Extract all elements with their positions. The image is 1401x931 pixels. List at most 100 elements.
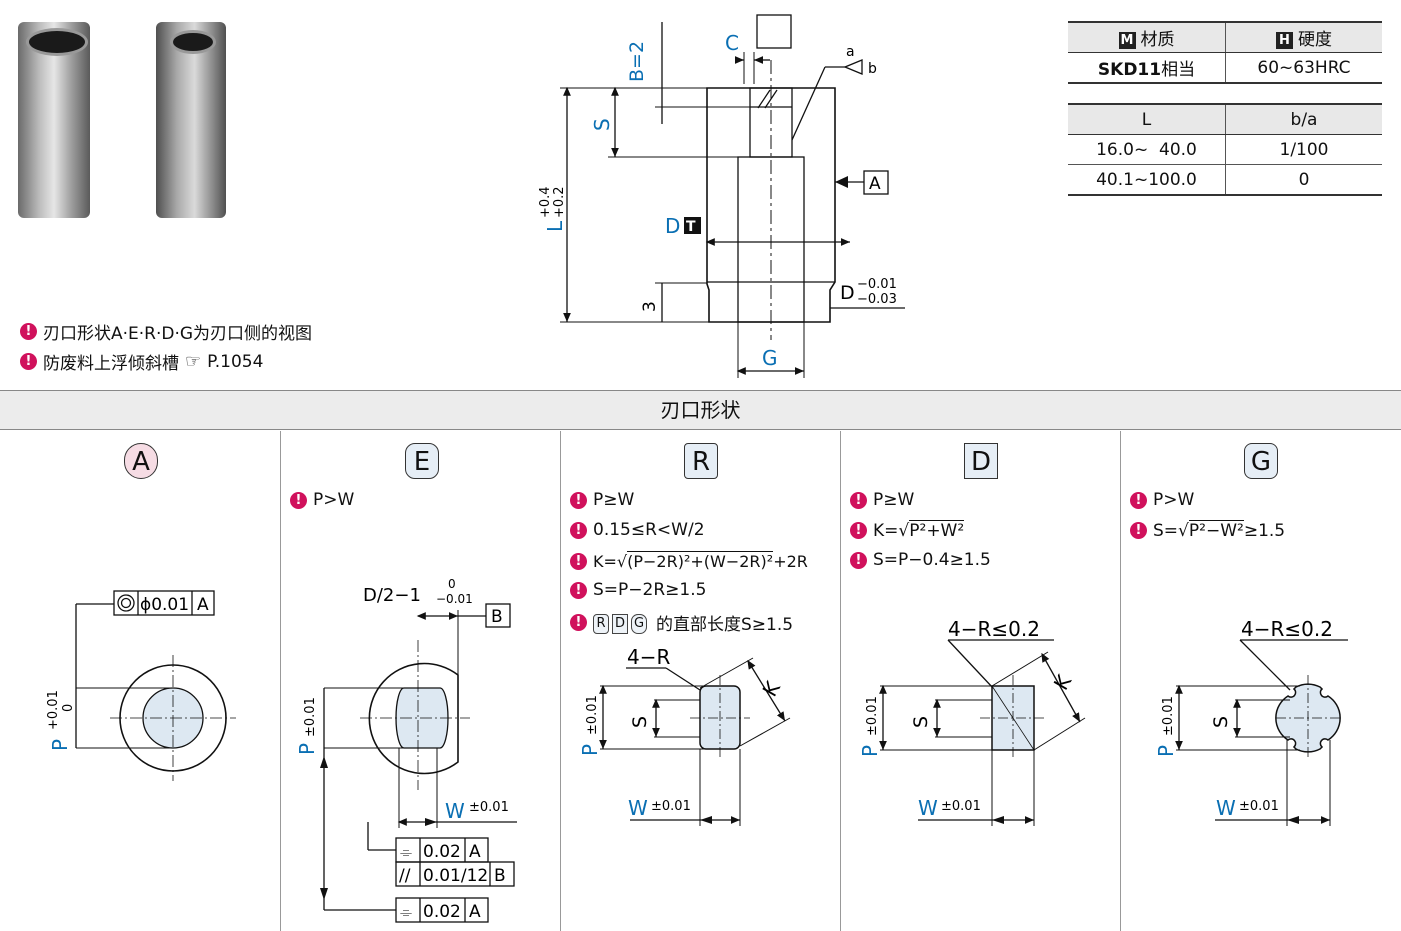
- hardness-cell: 60~63HRC: [1225, 52, 1382, 84]
- r-note-3: !K=√(P−2R)²+(W−2R)²+2R: [570, 551, 808, 571]
- g-label: G: [762, 346, 778, 370]
- r-note-2: ! 0.15≤R<W/2: [570, 520, 705, 540]
- r-note-5-text: 的直部长度S≥1.5: [656, 615, 794, 635]
- punch-photo-flat-hole: [170, 30, 216, 54]
- g-note-2-rad: P²−W²: [1188, 520, 1244, 541]
- tag-r: R: [593, 613, 609, 634]
- material-header-label: 材质: [1140, 30, 1175, 50]
- d-badge: T: [686, 219, 696, 235]
- d-badge-bg: [684, 217, 701, 234]
- ab-leader: [791, 66, 826, 141]
- e-note-1: !P>W: [290, 490, 354, 510]
- slug-groove: [757, 89, 778, 109]
- l-tol-plus: +0.4: [538, 186, 553, 218]
- ba-row-l: 40.1~100.0: [1068, 164, 1226, 196]
- datum-a-box: [863, 170, 889, 195]
- shape-col-d: [841, 431, 1121, 931]
- main-drawing: B=2 C a b S L +0.4 +0.2 D T A 3 D −0.01 …: [538, 14, 905, 378]
- r-note-3-post: +2R: [773, 551, 808, 571]
- d-tol-lower: −0.03: [857, 292, 897, 307]
- bullet-icon: !: [570, 491, 587, 509]
- g-note-2-post: ≥1.5: [1243, 520, 1286, 541]
- bullet-icon: !: [850, 551, 867, 569]
- material-value: SKD11: [1097, 60, 1162, 80]
- tag-g: G: [631, 613, 647, 634]
- shape-d-title: D: [964, 443, 998, 479]
- bullet-icon: !: [850, 522, 867, 539]
- shape-a-title: A: [124, 443, 158, 479]
- r-note-1-text: P≥W: [593, 490, 635, 510]
- d-note-2-rad: P²+W²: [909, 520, 965, 541]
- note-slug-groove-text: 防废料上浮倾斜槽: [43, 354, 179, 374]
- hardness-badge: H: [1276, 32, 1293, 49]
- d-note-3: ! S=P−0.4≥1.5: [850, 550, 991, 570]
- sqrt-icon: √: [1178, 520, 1189, 541]
- tag-d: D: [612, 613, 628, 634]
- bullet-icon: !: [20, 323, 37, 340]
- sqrt-icon: √: [898, 520, 910, 541]
- sqrt-icon: √: [616, 551, 628, 571]
- ba-table: L b/a 16.0~ 40.0 1/100 40.1~100.0 0: [1068, 103, 1382, 196]
- d-note-2: !K=√P²+W²: [850, 520, 965, 541]
- d-note-3-text: S=P−0.4≥1.5: [873, 550, 991, 570]
- datum-a-label: A: [869, 174, 881, 194]
- bullet-icon: !: [570, 521, 587, 539]
- d-tol-base: D: [840, 282, 855, 304]
- note-view-side-text: 刃口形状A·E·R·D·G为刃口侧的视图: [43, 324, 313, 344]
- punch-photo-round-hole: [26, 28, 88, 56]
- s-label: S: [590, 118, 614, 131]
- c-label: C: [725, 31, 739, 55]
- note-page-ref[interactable]: P.1054: [207, 351, 264, 372]
- shape-g-title: G: [1244, 443, 1278, 479]
- r-note-3-pre: K=: [593, 551, 617, 571]
- bullet-icon: !: [1130, 522, 1147, 539]
- bullet-icon: !: [570, 552, 587, 570]
- l-label: L: [543, 220, 567, 232]
- punch-photo-round: [18, 22, 90, 218]
- three-label: 3: [640, 301, 660, 312]
- d-label: D: [665, 214, 680, 238]
- material-suffix: 相当: [1161, 60, 1196, 80]
- body-outline: [706, 87, 836, 323]
- hardness-header: H 硬度: [1225, 21, 1382, 53]
- bullet-icon: !: [20, 353, 37, 370]
- pointing-hand-icon: ☞: [185, 351, 202, 372]
- d-note-1: ! P≥W: [850, 490, 914, 510]
- section-title: 刃口形状: [0, 390, 1401, 430]
- ba-row-l: 16.0~ 40.0: [1068, 134, 1226, 165]
- note-view-side: ! 刃口形状A·E·R·D·G为刃口侧的视图: [20, 319, 312, 344]
- d-note-1-text: P≥W: [873, 490, 915, 510]
- ba-row-ba: 1/100: [1225, 134, 1382, 165]
- b-label: B=2: [626, 41, 648, 82]
- g-note-1: ! P>W: [1130, 490, 1194, 510]
- ba-header-l: L: [1068, 103, 1226, 135]
- g-note-1-text: P>W: [1153, 490, 1195, 510]
- ba-row-ba: 0: [1225, 164, 1382, 196]
- note-slug-groove: ! 防废料上浮倾斜槽 ☞ P.1054: [20, 349, 263, 374]
- material-badge: M: [1118, 32, 1136, 49]
- bullet-icon: !: [850, 491, 867, 509]
- r-note-2-text: 0.15≤R<W/2: [593, 520, 705, 540]
- b-small-label: b: [868, 61, 877, 77]
- shape-col-r: [561, 431, 841, 931]
- shape-col-a: [0, 431, 281, 931]
- shape-col-e: [281, 431, 561, 931]
- bullet-icon: !: [1130, 491, 1147, 509]
- bullet-icon: !: [570, 614, 587, 631]
- punch-photo-flat: [156, 22, 226, 218]
- bullet-icon: !: [570, 581, 587, 599]
- e-note-1-text: P>W: [313, 490, 355, 510]
- hardness-header-label: 硬度: [1298, 30, 1332, 50]
- material-cell: SKD11相当: [1068, 52, 1226, 84]
- stub-outline: [756, 14, 792, 49]
- d-tol-upper: −0.01: [857, 277, 897, 292]
- shape-r-title: R: [684, 443, 718, 479]
- taper-symbol: [843, 59, 863, 75]
- r-note-4: !S=P−2R≥1.5: [570, 580, 706, 600]
- shape-e-title: E: [405, 443, 439, 479]
- g-note-2-pre: S=: [1153, 520, 1179, 541]
- g-note-2: ! S=√P²−W²≥1.5: [1130, 520, 1285, 541]
